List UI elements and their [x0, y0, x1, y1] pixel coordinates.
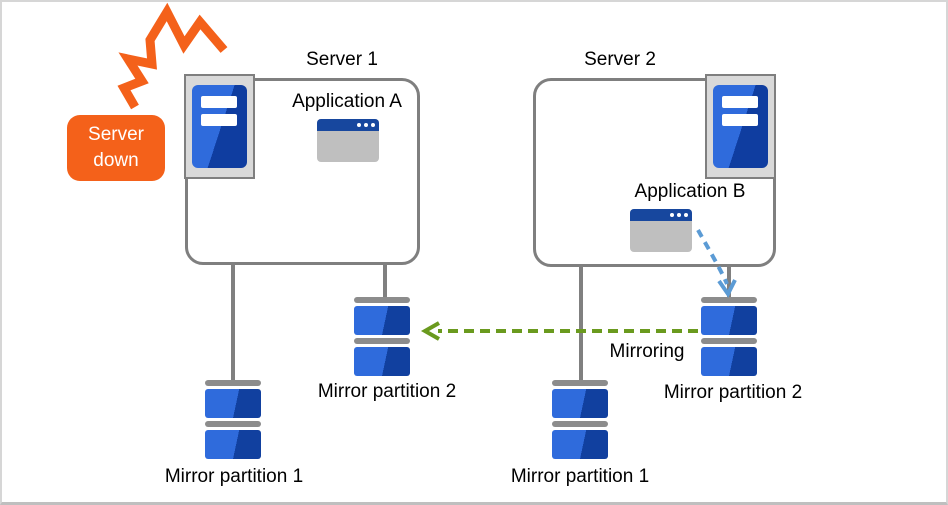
- application-b-label: Application B: [634, 181, 746, 202]
- server1-mirror-partition2-disk-icon: [354, 297, 410, 379]
- server2-mirror-partition2-label: Mirror partition 2: [663, 382, 803, 403]
- disk-cap: [552, 421, 608, 427]
- server1-mirror-partition2-label: Mirror partition 2: [317, 381, 457, 402]
- mirroring-arrow: [420, 321, 698, 341]
- disk-platter: [701, 347, 757, 376]
- window-dots-icon: [670, 213, 688, 217]
- disk-cap: [701, 297, 757, 303]
- server2-mirror-partition1-disk-icon: [552, 380, 608, 462]
- disk-platter: [552, 389, 608, 418]
- dot: [357, 123, 361, 127]
- tower-body: [192, 85, 247, 168]
- disk-platter: [354, 306, 410, 335]
- dot: [364, 123, 368, 127]
- application-a-label: Application A: [292, 91, 402, 112]
- dot: [677, 213, 681, 217]
- window-dots-icon: [357, 123, 375, 127]
- application-a-window-icon: [317, 119, 379, 162]
- server2-title: Server 2: [584, 49, 656, 70]
- disk-platter: [552, 430, 608, 459]
- disk-cap: [205, 380, 261, 386]
- connector-line: [231, 262, 235, 382]
- disk-cap: [354, 338, 410, 344]
- disk-cap: [701, 338, 757, 344]
- dot: [670, 213, 674, 217]
- server2-tower-icon: [705, 74, 776, 179]
- application-b-window-icon: [630, 209, 692, 252]
- server-down-badge: Server down: [67, 115, 165, 181]
- disk-cap: [552, 380, 608, 386]
- tower-slot: [201, 114, 237, 126]
- connector-line: [727, 264, 731, 300]
- disk-platter: [701, 306, 757, 335]
- tower-slot: [722, 114, 758, 126]
- server2-mirror-partition1-label: Mirror partition 1: [510, 466, 650, 487]
- dot: [371, 123, 375, 127]
- mirroring-label: Mirroring: [609, 341, 685, 362]
- tower-slot: [201, 96, 237, 108]
- connector-line: [579, 264, 583, 382]
- server1-title: Server 1: [306, 49, 378, 70]
- crash-bolt-icon: [117, 2, 228, 110]
- tower-body: [713, 85, 768, 168]
- server2-mirror-partition2-disk-icon: [701, 297, 757, 379]
- server-down-line2: down: [93, 150, 139, 171]
- server1-tower-icon: [184, 74, 255, 179]
- server1-mirror-partition1-disk-icon: [205, 380, 261, 462]
- disk-platter: [205, 389, 261, 418]
- connector-line: [383, 262, 387, 300]
- tower-slot: [722, 96, 758, 108]
- window-titlebar: [630, 209, 692, 221]
- disk-cap: [205, 421, 261, 427]
- disk-cap: [354, 297, 410, 303]
- disk-platter: [354, 347, 410, 376]
- server-down-line1: Server: [88, 124, 144, 145]
- dot: [684, 213, 688, 217]
- server1-mirror-partition1-label: Mirror partition 1: [164, 466, 304, 487]
- window-titlebar: [317, 119, 379, 131]
- disk-platter: [205, 430, 261, 459]
- app-write-arrow: [696, 229, 737, 298]
